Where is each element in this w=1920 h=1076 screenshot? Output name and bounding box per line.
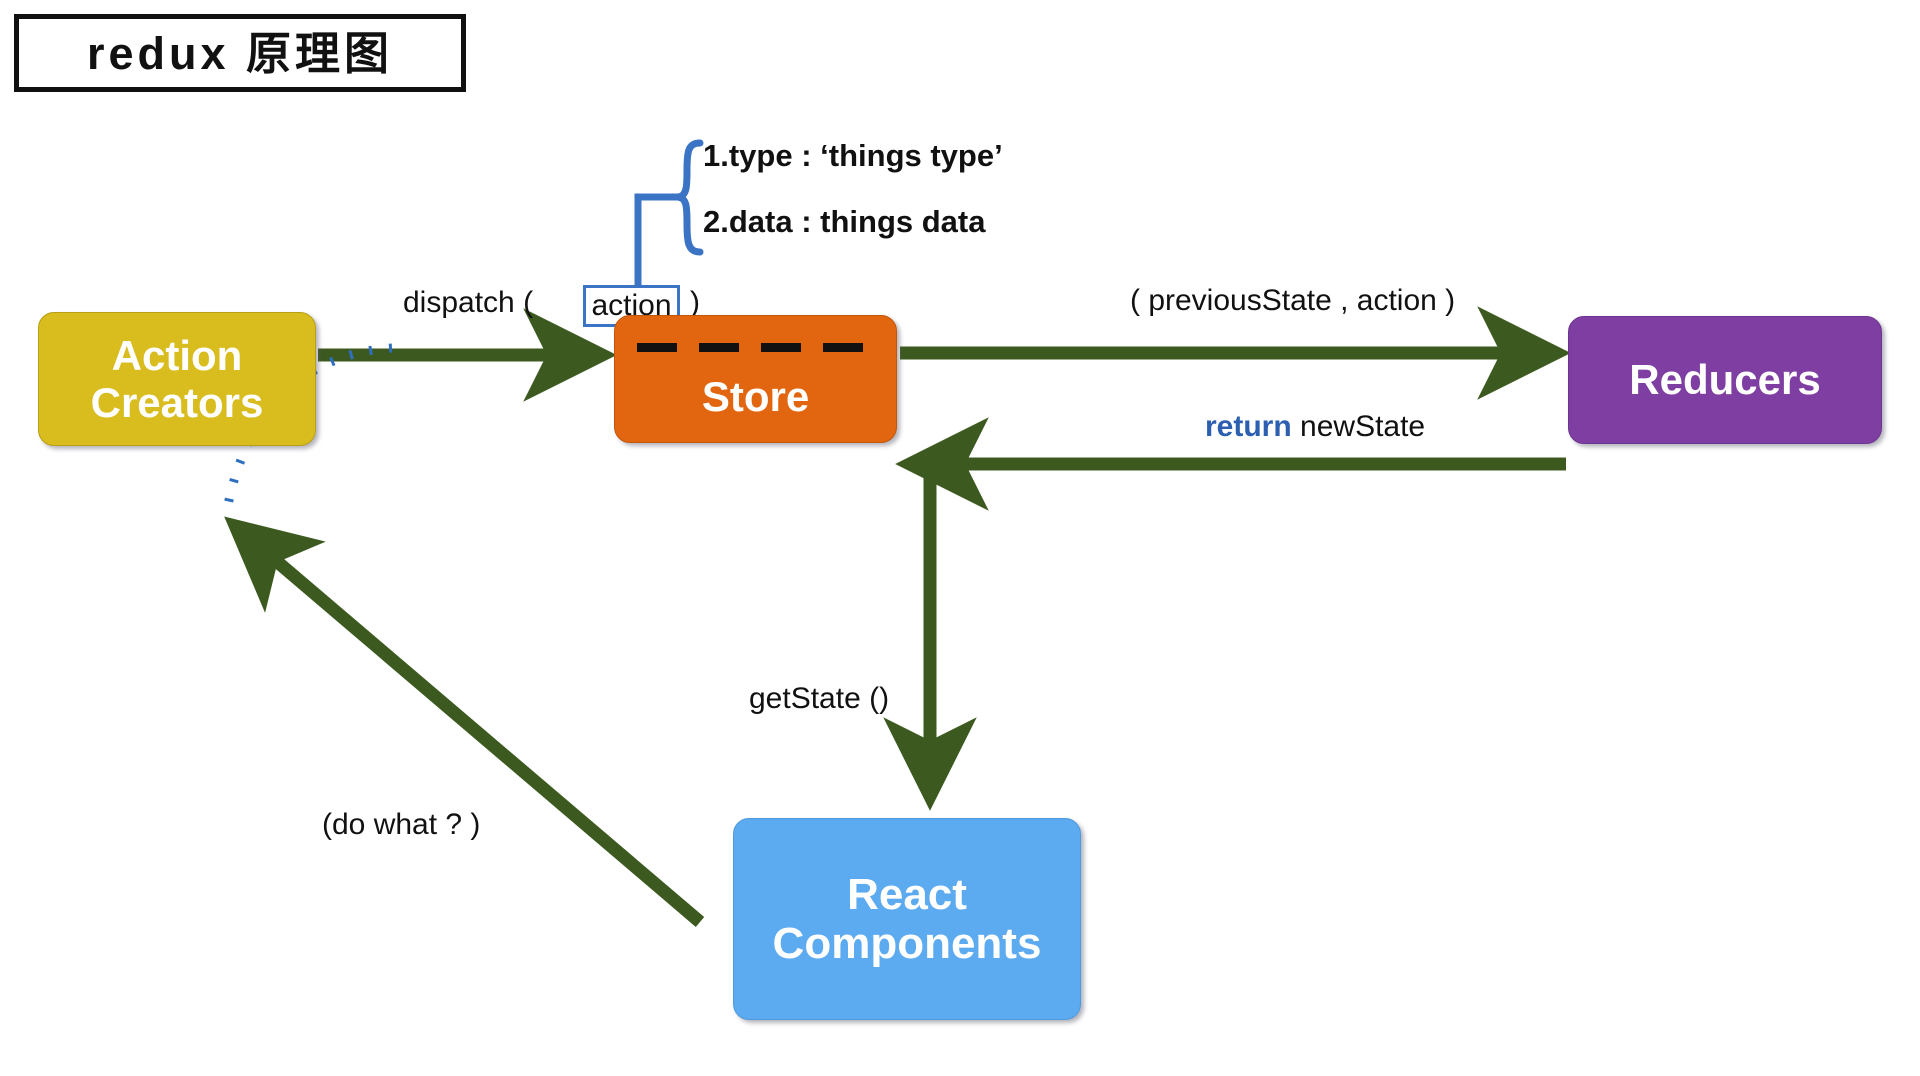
node-react-components-line-2: Components [772, 919, 1042, 968]
action-type-label: 1.type : ‘things type’ [703, 138, 1003, 173]
node-react-components-line-1: React [847, 869, 967, 919]
node-store[interactable]: Store [614, 315, 897, 443]
previous-state-action-label: ( previousState , action ) [1130, 284, 1456, 317]
node-action-creators-line-1: Action [111, 331, 243, 379]
arrow-do-what [224, 516, 705, 927]
store-dashed-divider [637, 343, 878, 352]
return-value: newState [1300, 410, 1426, 443]
getstate-label: getState () [749, 682, 890, 715]
do-what-label: (do what ? ) [322, 808, 481, 841]
page-title-text: redux 原理图 [86, 27, 394, 79]
node-store-label: Store [701, 372, 810, 420]
node-action-creators-line-2: Creators [90, 379, 264, 426]
node-reducers-label: Reducers [1629, 356, 1821, 404]
dispatch-close-paren: ) [690, 286, 700, 319]
node-action-creators[interactable]: Action Creators [38, 312, 316, 446]
page-title: redux 原理图 [14, 14, 466, 92]
action-data-label: 2.data : things data [703, 204, 986, 239]
return-keyword: return [1205, 410, 1292, 443]
dispatch-label: dispatch ( [403, 286, 534, 319]
node-reducers[interactable]: Reducers [1568, 316, 1882, 444]
return-newstate-label: return newState [1205, 410, 1425, 443]
action-leader-line [634, 193, 682, 289]
node-react-components[interactable]: React Components [733, 818, 1081, 1020]
